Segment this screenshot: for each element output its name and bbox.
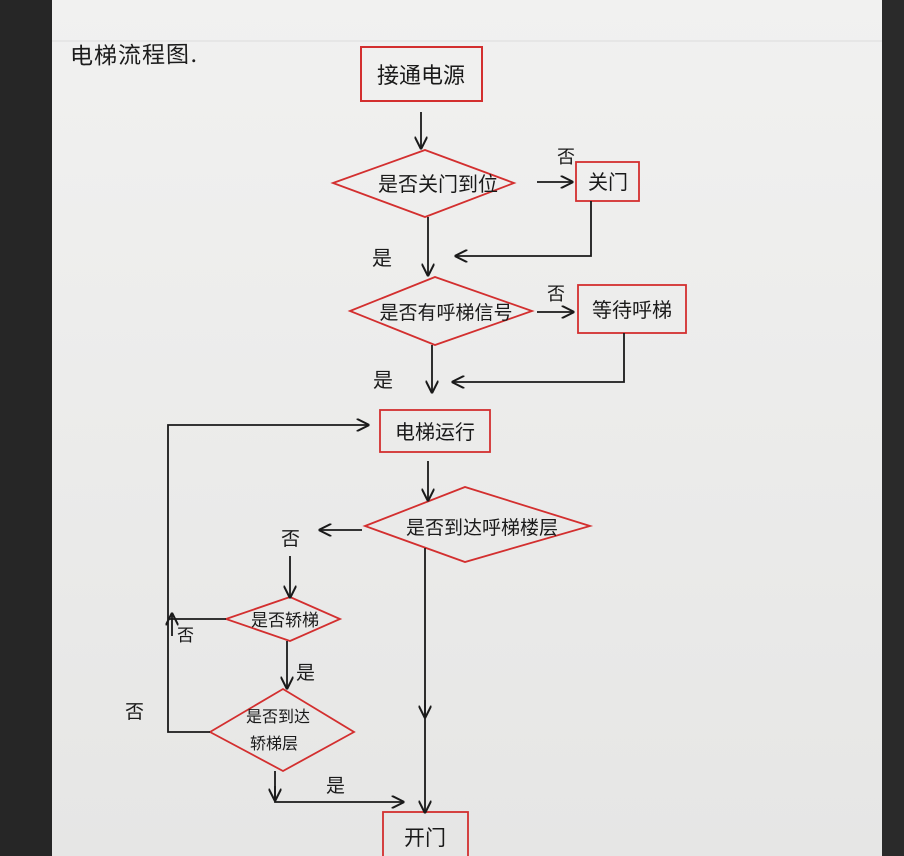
node-reached-call-label: 是否到达呼梯楼层 [406,517,558,539]
edge-close-door-return [456,201,592,256]
node-has-call-diamond [347,276,535,346]
node-door-closed-diamond [330,149,517,218]
node-wait-call-box [577,284,687,334]
edge-label-no-reached-call: 否 [281,528,300,550]
edge-label-yes-reached-car-floor: 是 [326,775,345,797]
node-has-car-call-label: 是否轿梯 [251,611,319,631]
edge-label-yes-door-closed: 是 [372,246,392,270]
edge-label-no-close-door: 否 [557,147,575,168]
paper-fold-line [52,40,882,42]
node-elevator-run-label: 电梯运行 [395,420,475,444]
node-wait-call-label: 等待呼梯 [592,298,672,322]
edge-reached-car-floor-no-loop [167,425,368,733]
edge-label-yes-has-call: 是 [373,368,393,392]
edge-label-no-has-car-call: 否 [177,626,194,646]
node-door-closed-label: 是否关门到位 [378,172,498,196]
node-power-on-label: 接通电源 [377,64,465,89]
node-has-car-call-diamond [223,596,343,642]
edge-label-yes-has-car-call: 是 [296,662,315,684]
edge-wait-return [453,333,625,382]
node-reached-car-floor-label-line1: 是否到达 [246,707,310,726]
node-elevator-run-box [379,409,491,453]
background-right-edge [882,0,904,856]
node-open-door-label: 开门 [404,826,446,850]
node-power-on-box [360,46,483,102]
node-close-door-box [575,161,640,202]
node-reached-car-floor-label-line2: 轿梯层 [250,734,298,753]
edge-label-no-reached-car-floor: 否 [125,701,144,723]
edge-reached-car-floor-yes-to-open [274,771,403,802]
edge-label-no-wait-call: 否 [547,284,565,305]
node-has-call-label: 是否有呼梯信号 [379,302,512,324]
background-left-edge [0,0,52,856]
node-close-door-label: 关门 [588,170,628,194]
node-reached-car-floor-diamond [208,687,356,773]
paper-sheet [52,0,882,856]
